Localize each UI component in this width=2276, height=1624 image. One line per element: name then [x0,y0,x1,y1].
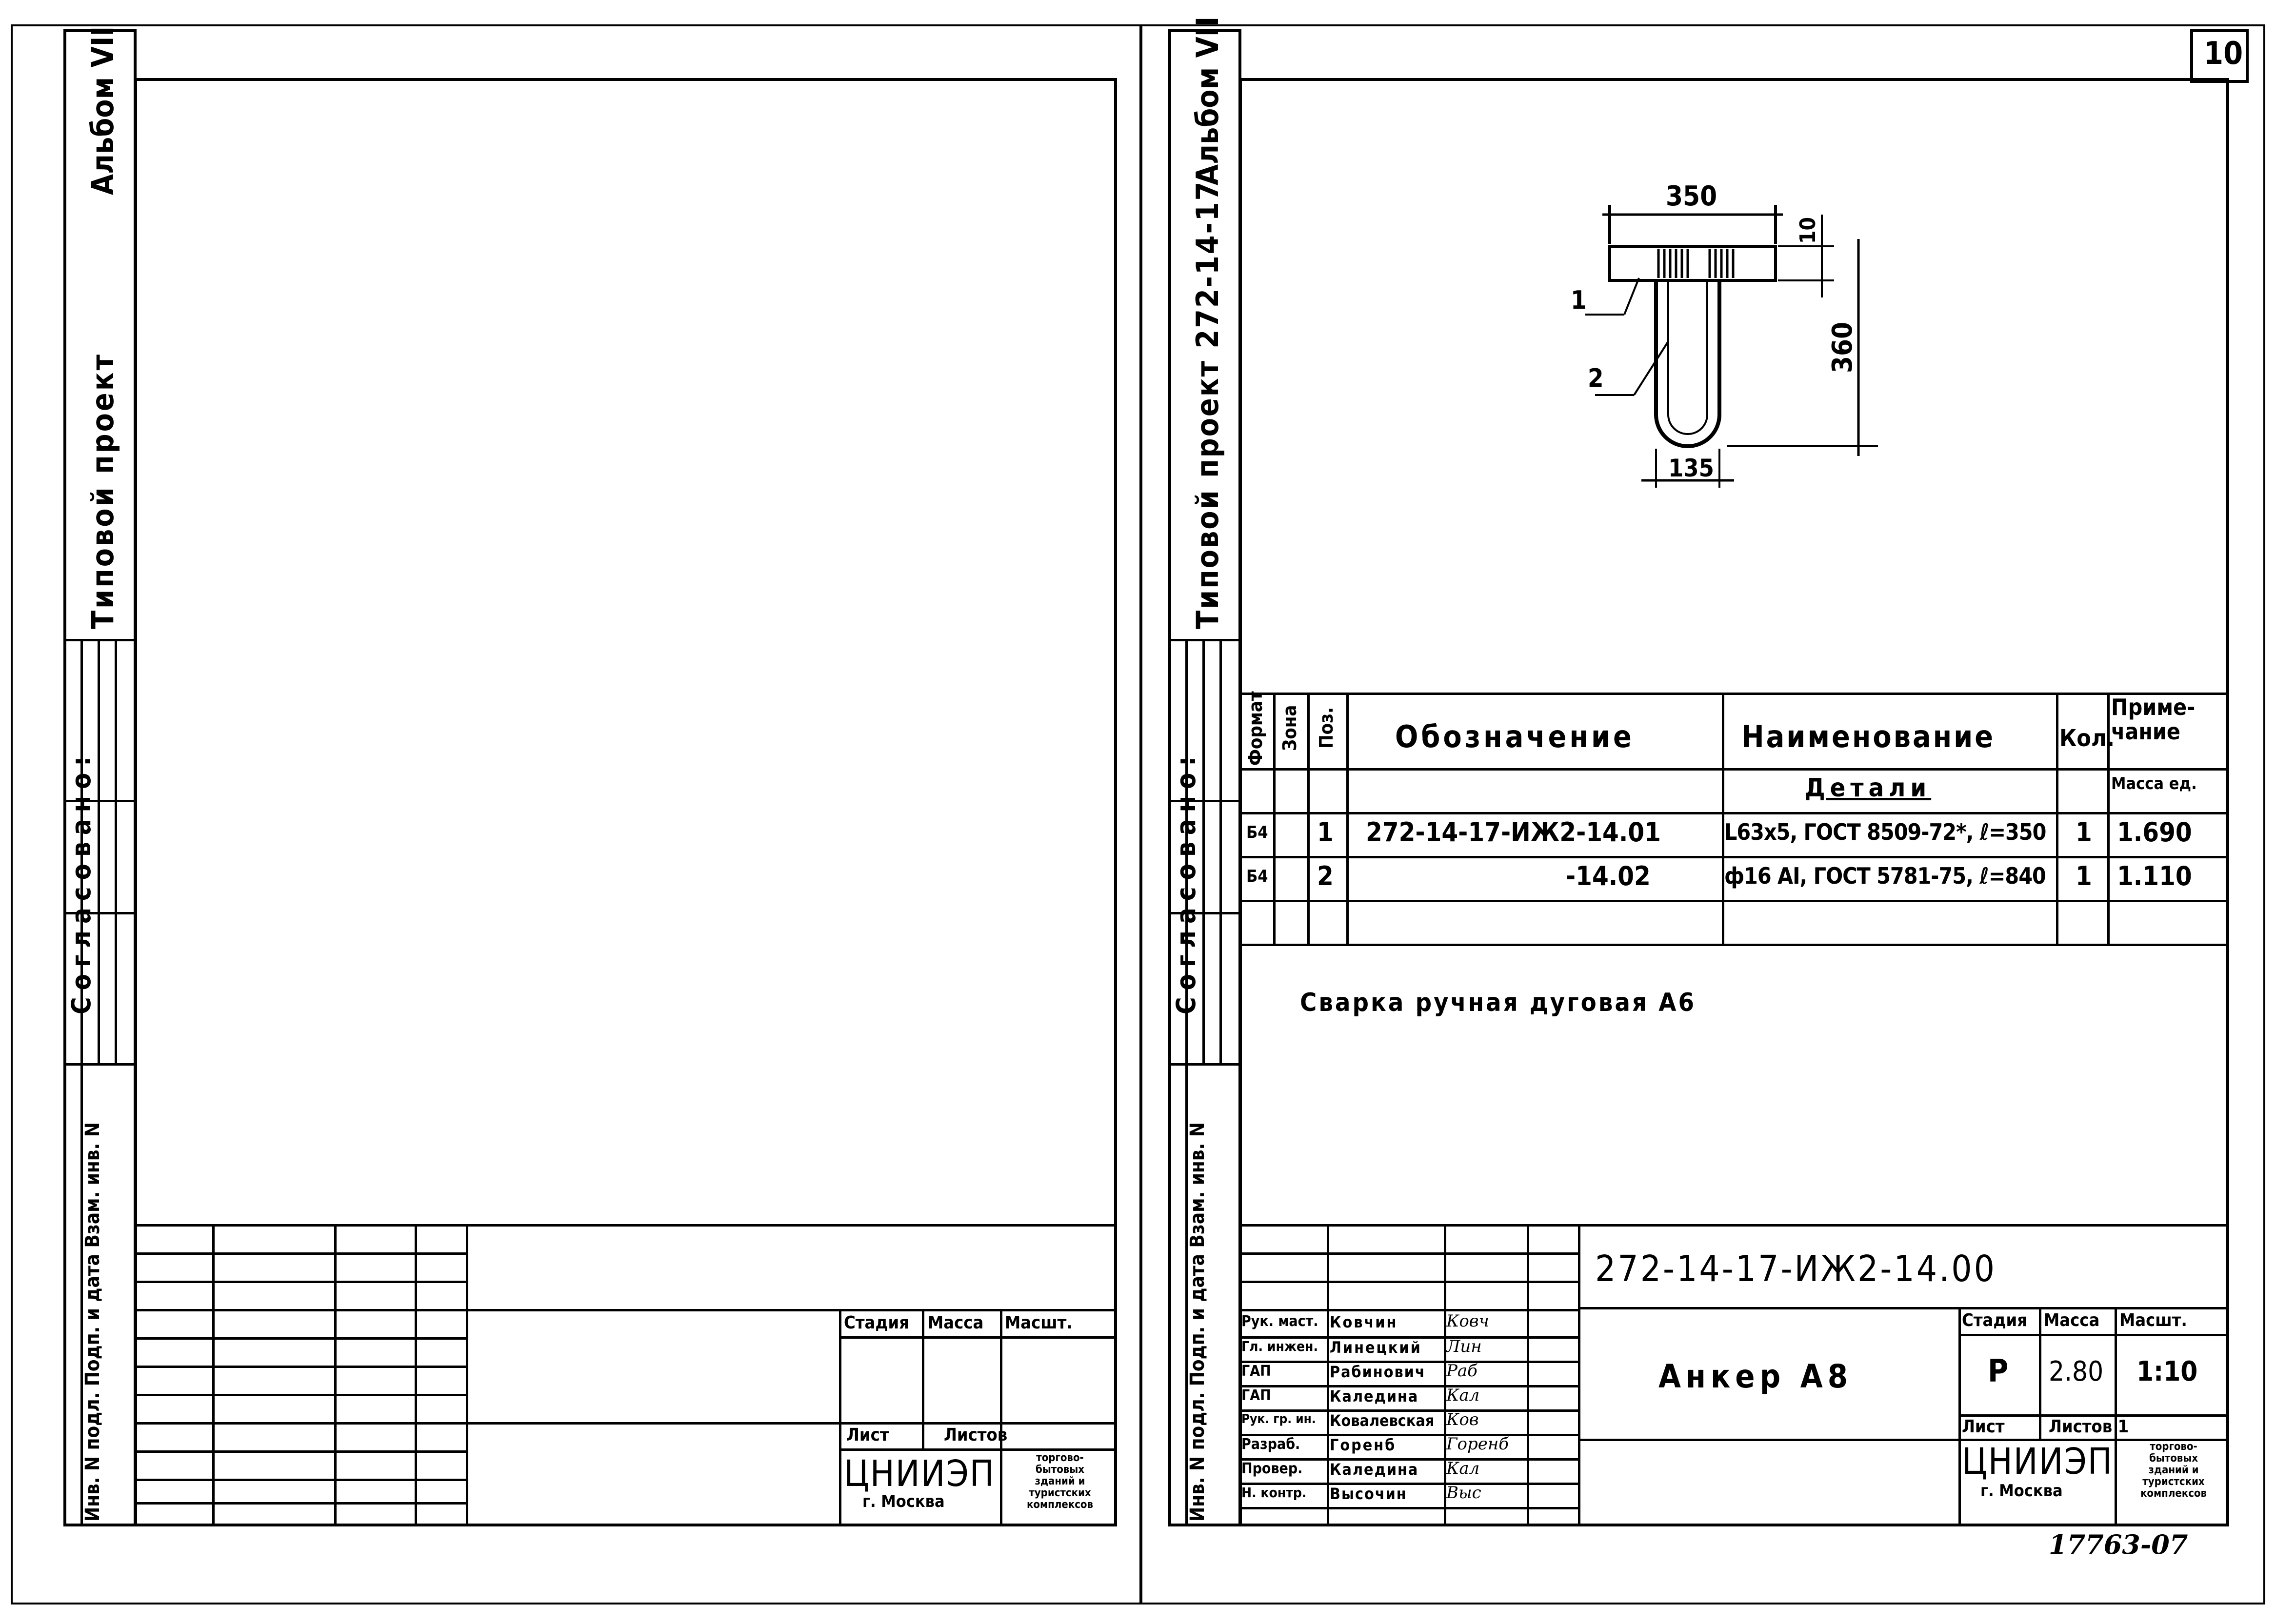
right-org-name: ЦНИИЭП [1962,1441,2113,1483]
row1-format: Б4 [1246,823,1268,842]
row1-pos: 1 [1317,817,1334,848]
section-parts: Детали [1805,773,1932,803]
staff-name: Линецкий [1330,1338,1422,1357]
right-sheet-label: Лист [1962,1417,2005,1437]
staff-role: Рук. маст. [1241,1313,1318,1330]
staff-signature: Ков [1446,1410,1479,1429]
staff-signature: Кал [1446,1386,1480,1405]
anchor-u-bar [1654,280,1721,448]
row1-designation: 272-14-17-ИЖ2-14.01 [1366,817,1661,848]
staff-name: Ковалевская [1330,1411,1435,1430]
row1-name: L63x5, ГОСТ 8509-72*, ℓ=350 [1724,819,2046,845]
col-format-header: Формат [1245,691,1266,766]
right-scale-header: Масшт. [2119,1310,2187,1330]
staff-name: Ковчин [1330,1313,1398,1331]
anchor-plate [1608,245,1777,282]
inventory-number: 17763-07 [2049,1529,2188,1560]
staff-signature: Ковч [1446,1311,1489,1331]
staff-role: Рук. гр. ин. [1241,1412,1316,1426]
doc-name: Анкер А8 [1658,1358,1853,1395]
col-designation-header: Обозначение [1395,719,1635,754]
staff-signature: Кал [1446,1459,1480,1478]
right-sheet-outer [1140,24,2265,1604]
staff-role: Провер. [1241,1460,1303,1477]
row1-qty: 1 [2076,817,2092,848]
staff-role: ГАП [1241,1363,1271,1380]
weld-hatching [1657,249,1735,278]
staff-signature: Выс [1446,1483,1481,1503]
left-stage-header: Стадия [844,1313,910,1333]
staff-name: Горенб [1330,1436,1397,1454]
col-note-sub: Масса ед. [2111,774,2197,793]
col-name-header: Наименование [1741,719,1996,754]
left-org-desc: торгово- бытовых зданий и туристских ком… [1026,1452,1094,1511]
dim-135-label: 135 [1668,454,1714,482]
staff-name: Каледина [1330,1387,1419,1406]
doc-code: 272-14-17-ИЖ2-14.00 [1595,1248,1996,1290]
left-mass-header: Масса [928,1313,984,1333]
right-org-desc: торгово- бытовых зданий и туристских ком… [2140,1441,2207,1500]
staff-role: Н. контр. [1241,1485,1307,1501]
staff-role: Разраб. [1241,1436,1300,1453]
left-sheet-label: Лист [846,1425,889,1445]
row1-note: 1.690 [2117,817,2192,848]
staff-name: Высочин [1330,1485,1407,1503]
staff-role: Гл. инжен. [1241,1338,1318,1354]
dim-10-label: 10 [1796,217,1820,244]
left-scale-header: Масшт. [1005,1313,1073,1333]
right-mass-header: Масса [2044,1310,2100,1330]
stage-value: Р [1988,1353,2009,1389]
right-sheets-label: Листов 1 [2049,1417,2129,1437]
left-org-city: г. Москва [862,1492,945,1511]
row2-format: Б4 [1246,867,1268,886]
page-number: 10 [2204,36,2243,72]
col-zone-header: Зона [1279,705,1300,751]
staff-name: Каледина [1330,1460,1419,1479]
callout-2-label: 2 [1588,364,1604,393]
staff-signature: Горенб [1446,1434,1509,1454]
left-org-name: ЦНИИЭП [844,1453,995,1495]
row2-pos: 2 [1317,861,1334,891]
col-pos-header: Поз. [1316,707,1337,749]
left-sheets-label: Листов [944,1425,1008,1445]
staff-signature: Лин [1446,1337,1482,1356]
row2-note: 1.110 [2117,861,2192,891]
page-number-box [2190,29,2249,83]
row2-name: ф16 АI, ГОСТ 5781-75, ℓ=840 [1724,863,2046,889]
mass-value: 2.80 [2049,1356,2104,1387]
right-stage-header: Стадия [1962,1310,2028,1330]
left-drawing-frame [134,78,1117,1526]
dim-350-label: 350 [1666,180,1717,212]
row2-designation: -14.02 [1566,861,1651,891]
staff-signature: Раб [1446,1361,1477,1381]
row2-qty: 1 [2076,861,2092,891]
col-qty-header: Кол. [2059,725,2115,752]
callout-1-label: 1 [1571,286,1587,315]
staff-role: ГАП [1241,1387,1271,1404]
staff-name: Рабинович [1330,1363,1426,1381]
right-drawing-frame [1239,78,2229,1526]
dim-360-label: 360 [1827,321,1858,373]
right-org-city: г. Москва [1980,1481,2063,1501]
welding-note: Сварка ручная дуговая А6 [1300,988,1696,1017]
scale-value: 1:10 [2136,1356,2198,1387]
col-note-header: Приме-чание [2111,694,2196,745]
